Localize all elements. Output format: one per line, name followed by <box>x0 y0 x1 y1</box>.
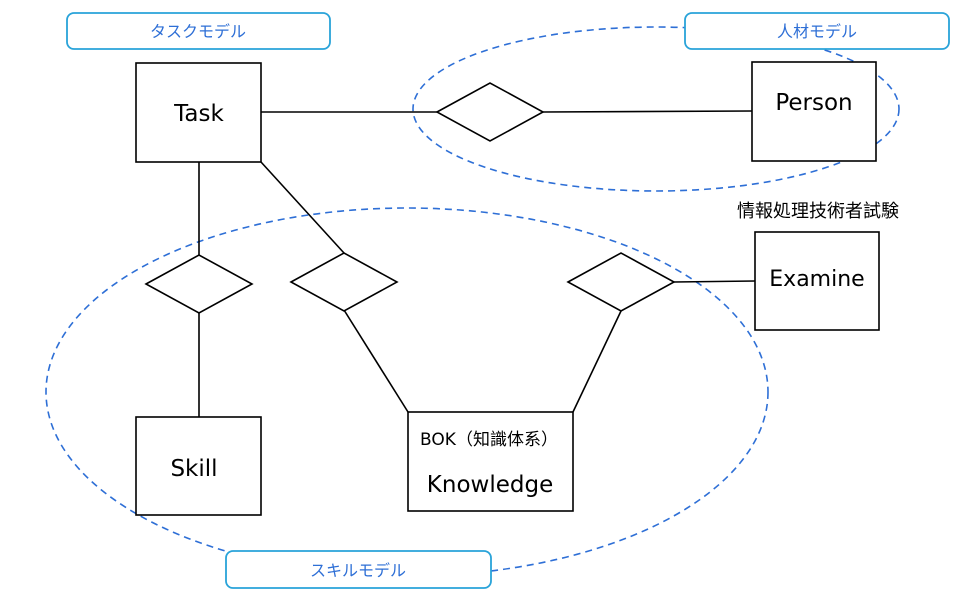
person-entity-box <box>751 61 877 162</box>
bok-caption: BOK（知識体系） <box>420 430 558 450</box>
task-bok-line-top <box>260 161 345 254</box>
bok-examine-line-bottom <box>572 310 622 413</box>
skill-label: Skill <box>170 456 217 482</box>
person-model-tag-label: 人材モデル <box>777 22 857 41</box>
skill-model-tag <box>225 550 492 589</box>
task-label: Task <box>173 101 224 127</box>
person-label: Person <box>775 90 852 116</box>
task-bok-line-bottom <box>343 309 409 413</box>
exam-name-annotation: 情報処理技術者試験 <box>737 201 899 222</box>
task-model-tag-label: タスクモデル <box>150 22 246 41</box>
bok-examine-relationship-diamond <box>566 252 676 312</box>
skill-model-tag-label: スキルモデル <box>310 561 406 580</box>
knowledge-entity-box <box>407 411 574 512</box>
bok-examine-line-top <box>673 280 756 283</box>
examine-entity-box <box>754 231 880 331</box>
skill-model-boundary <box>45 207 769 577</box>
skill-entity-box <box>135 416 262 516</box>
task-model-tag <box>66 12 331 50</box>
person-model-boundary <box>412 26 900 192</box>
person-model-tag <box>684 12 950 50</box>
task-person-line-right <box>542 110 753 113</box>
examine-label: Examine <box>769 267 864 292</box>
task-skill-relationship-diamond <box>144 254 254 314</box>
task-person-relationship-diamond <box>435 82 545 142</box>
task-bok-relationship-diamond <box>289 252 399 312</box>
knowledge-label: Knowledge <box>427 472 553 498</box>
task-entity-box <box>135 62 262 163</box>
